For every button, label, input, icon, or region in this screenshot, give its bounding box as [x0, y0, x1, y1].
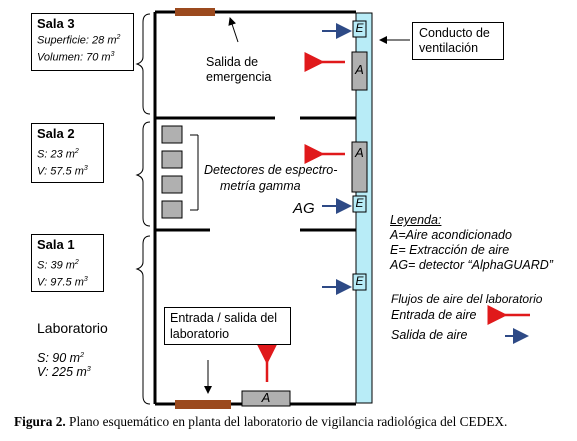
- air-unit-letter: A: [355, 62, 364, 77]
- room-surface: Superficie: 28 m: [37, 34, 117, 47]
- interior-walls: [155, 116, 356, 232]
- inlet-legend: Entrada de aire: [391, 308, 477, 322]
- room-name: Sala 1: [37, 237, 75, 252]
- pointer-arrows: [190, 17, 410, 394]
- emergency-exit-label: Salida de emergencia: [200, 53, 282, 89]
- extraction-letter: E: [355, 21, 364, 35]
- emergency-door: [175, 8, 215, 16]
- air-conditioning-units: [241, 51, 368, 407]
- room-name: Sala 2: [37, 126, 75, 141]
- laboratory-name: Laboratorio: [37, 320, 108, 336]
- legend-item: A=Aire acondicionado: [390, 228, 512, 242]
- extraction-letter: E: [355, 274, 364, 288]
- entrance-label: Entrada / salida del laboratorio: [164, 307, 291, 345]
- room-surface: S: 23 m: [37, 148, 75, 161]
- room-name: Sala 3: [37, 16, 75, 31]
- extraction-units: [352, 20, 367, 291]
- room-brackets: [135, 13, 151, 405]
- legend-item: E= Extracción de aire: [390, 243, 510, 257]
- ag-detector-label: AG: [293, 200, 315, 217]
- room-surface: S: 39 m: [37, 259, 75, 272]
- duct-label: Conducto de ventilación: [412, 22, 504, 60]
- legend: Leyenda: A=Aire acondicionado E= Extracc…: [390, 213, 575, 273]
- room-info-sala-2: Sala 2 S: 23 m2 V: 57.5 m3: [31, 123, 104, 183]
- air-unit-letter: A: [261, 390, 271, 405]
- gamma-detectors: [161, 125, 183, 219]
- room-volume: V: 97.5 m: [37, 276, 84, 289]
- inlet-arrows: [257, 52, 530, 382]
- laboratory-volume: V: 225 m3: [37, 365, 91, 380]
- figure-caption: Figura 2. Plano esquemático en planta de…: [14, 414, 574, 430]
- figure-label: Figura 2.: [14, 414, 66, 429]
- outlet-arrows: [322, 23, 529, 344]
- legend-item: AG= detector “AlphaGUARD”: [390, 258, 553, 272]
- air-unit-letter: A: [355, 145, 364, 160]
- room-volume: V: 57.5 m: [37, 165, 84, 178]
- detectors-label: Detectores de espectro- metría gamma: [204, 163, 338, 193]
- figure-caption-text: Plano esquemático en planta del laborato…: [65, 414, 508, 429]
- entrance-door: [175, 400, 231, 409]
- room-info-sala-1: Sala 1 S: 39 m2 V: 97.5 m3: [31, 234, 104, 292]
- legend-title: Leyenda:: [390, 213, 442, 227]
- outlet-legend: Salida de aire: [391, 328, 468, 342]
- room-info-sala-3: Sala 3 Superficie: 28 m2 Volumen: 70 m3: [31, 13, 134, 71]
- laboratory-surface: S: 90 m2: [37, 351, 84, 366]
- flows-title: Flujos de aire del laboratorio: [391, 292, 543, 306]
- room-volume: Volumen: 70 m: [37, 51, 111, 64]
- extraction-letter: E: [355, 196, 364, 210]
